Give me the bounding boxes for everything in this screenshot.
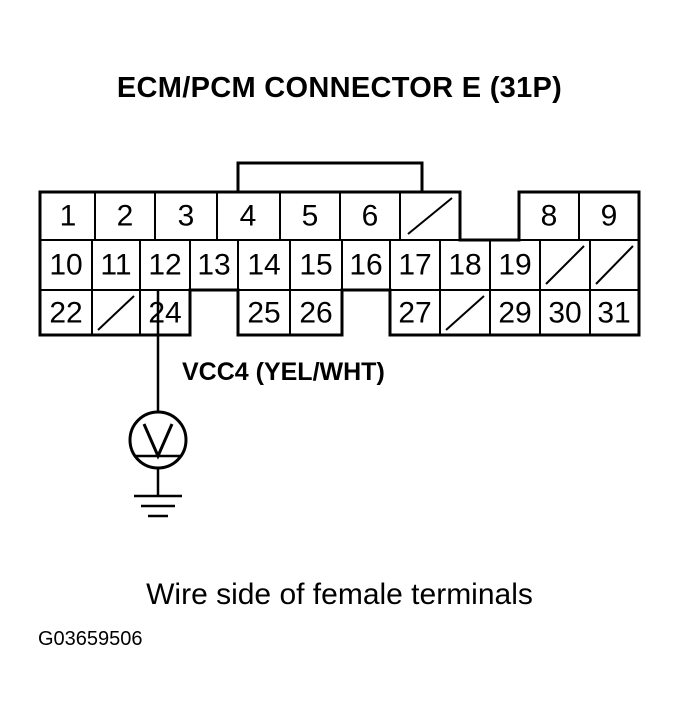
terminal-29: 29 [498,297,531,330]
terminal-30: 30 [548,297,581,330]
terminal-8: 8 [541,200,558,233]
ground-icon [134,468,182,518]
terminal-31: 31 [597,297,630,330]
terminal-15: 15 [299,249,332,282]
diagram-title: ECM/PCM CONNECTOR E (31P) [116,72,563,104]
diagram-caption: Wire side of female terminals [146,578,533,611]
terminal-6: 6 [362,200,379,233]
terminal-18: 18 [448,249,481,282]
cell-grid [40,192,639,335]
blank-terminal-20 [545,245,585,285]
terminal-19: 19 [498,249,531,282]
terminal-14: 14 [247,249,280,282]
terminal-labels: 1 2 3 4 5 6 8 9 10 11 12 13 14 15 16 17 … [49,200,630,330]
voltmeter-icon [128,410,188,470]
signal-label: VCC4 (YEL/WHT) [182,358,385,386]
terminal-11: 11 [100,249,131,282]
terminal-12: 12 [148,249,181,282]
blank-terminal-23 [97,295,135,331]
terminal-24: 24 [148,297,181,330]
terminal-10: 10 [49,249,82,282]
terminal-17: 17 [398,249,431,282]
terminal-16: 16 [349,249,382,282]
blank-terminal-7 [407,197,453,235]
terminal-3: 3 [178,200,195,233]
terminal-5: 5 [302,200,319,233]
blank-terminal-28 [445,295,485,331]
terminal-1: 1 [60,200,77,233]
figure-code: G03659506 [38,628,143,650]
terminal-22: 22 [49,297,82,330]
terminal-2: 2 [117,200,134,233]
terminal-4: 4 [240,200,257,233]
terminal-26: 26 [299,297,332,330]
blank-terminal-21 [595,245,634,285]
terminal-9: 9 [601,200,618,233]
terminal-25: 25 [247,297,280,330]
terminal-27: 27 [398,297,431,330]
locking-tab [236,161,424,192]
terminal-13: 13 [197,249,230,282]
